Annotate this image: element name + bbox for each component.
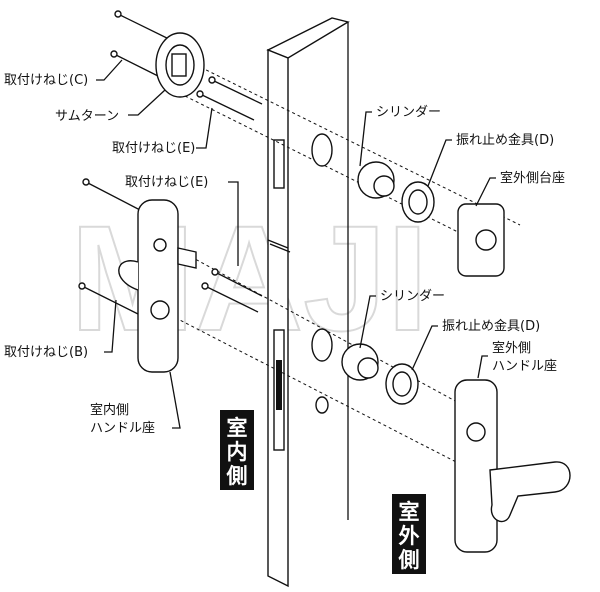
- label-screw-e-mid: 取付けねじ(E): [125, 175, 208, 190]
- screws-e-mid: [201, 268, 263, 313]
- label-thumbturn: サムターン: [55, 109, 119, 124]
- outdoor-char-2: 外: [399, 524, 420, 548]
- label-screw-b: 取付けねじ(B): [4, 345, 88, 360]
- labels: 取付けねじ(C) サムターン 取付けねじ(E) 取付けねじ(E) 取付けねじ(B…: [4, 73, 565, 436]
- label-indoor-handle-base-1: 室内側: [90, 402, 129, 418]
- bottom-cylinder-part: [311, 328, 379, 414]
- label-outdoor-handle-base-2: ハンドル座: [492, 359, 557, 374]
- label-outdoor-handle-base-1: 室外側: [492, 340, 531, 356]
- screws-c: [110, 10, 176, 83]
- label-outdoor-base: 室外側台座: [500, 170, 565, 186]
- label-screw-e-top: 取付けねじ(E): [112, 141, 195, 156]
- top-cylinder-part: [311, 133, 395, 199]
- label-indoor-handle-base-2: ハンドル座: [90, 421, 155, 436]
- label-anti-rotation-top: 振れ止め金具(D): [456, 132, 554, 148]
- screws-b: [78, 178, 141, 315]
- screws-e-top: [196, 76, 263, 121]
- leader-lines: [96, 59, 496, 429]
- outdoor-char-1: 室: [399, 500, 420, 524]
- label-cylinder-top: シリンダー: [376, 105, 441, 120]
- outdoor-handle-base-part: [454, 379, 571, 553]
- indoor-char-2: 内: [227, 440, 248, 464]
- indoor-handle-base-part: [118, 199, 197, 373]
- outdoor-base-part: [457, 203, 505, 277]
- indoor-side-tag: 室 内 側: [220, 410, 254, 490]
- indoor-char-1: 室: [227, 416, 248, 440]
- label-screw-c: 取付けねじ(C): [4, 73, 88, 88]
- label-cylinder-bottom: シリンダー: [380, 289, 445, 304]
- door: [266, 17, 350, 588]
- outdoor-char-3: 側: [398, 548, 420, 572]
- label-anti-rotation-bottom: 振れ止め金具(D): [442, 318, 540, 334]
- bottom-anti-rotation-part: [385, 363, 419, 405]
- indoor-char-3: 側: [226, 464, 248, 488]
- top-anti-rotation-part: [401, 181, 435, 223]
- thumbturn-part: [155, 32, 205, 98]
- outdoor-side-tag: 室 外 側: [392, 494, 426, 574]
